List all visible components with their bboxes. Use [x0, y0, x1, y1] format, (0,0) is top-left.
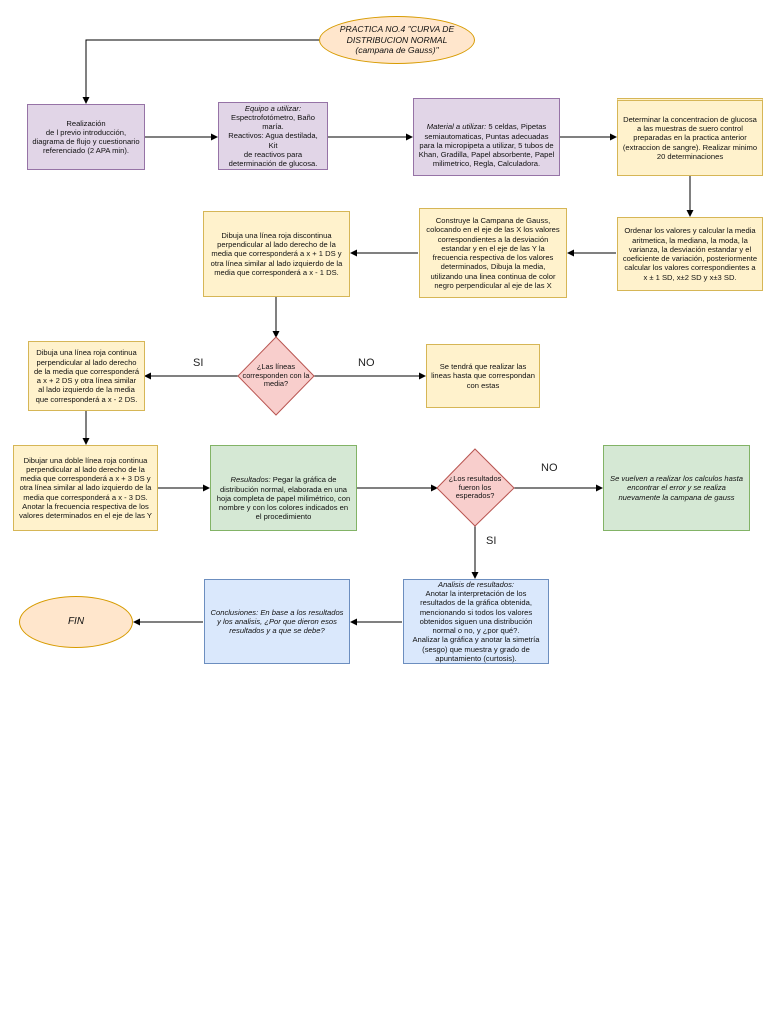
analisis-box: Analisis de resultados: Anotar la interp…: [403, 579, 549, 664]
equipo-box: Equipo a utilizar: Espectrofotómetro, Ba…: [218, 102, 328, 170]
realizacion-box: Realización de l previo introducción, di…: [27, 104, 145, 170]
continua2-text: Dibuja una línea roja continua perpendic…: [33, 348, 140, 404]
conclusiones-text: Conclusiones: En base a los resultados y…: [210, 607, 344, 636]
repetir-lineas-box: Se tendrá que realizar las lineas hasta …: [426, 344, 540, 408]
title-text: PRACTICA NO.4 "CURVA DE DISTRIBUCION NOR…: [339, 24, 455, 56]
analisis-heading: Analisis de resultados:: [438, 579, 514, 589]
equipo-heading: Equipo a utilizar:: [244, 103, 302, 113]
repetir-calculos-text: Se vuelven a realizar los calculos hasta…: [610, 474, 743, 502]
doble3-box: Dibujar una doble línea roja continua pe…: [13, 445, 158, 531]
equipo-text: Espectrofotómetro, Baño maría. Reactivos…: [228, 112, 318, 169]
realizacion-text: Realización de l previo introducción, di…: [32, 118, 140, 156]
doble3-text: Dibujar una doble línea roja continua pe…: [19, 455, 152, 521]
decision2-si-label: SI: [486, 535, 497, 547]
construye-text: Construye la Campana de Gauss, colocando…: [426, 216, 560, 290]
conclusiones-box: Conclusiones: En base a los resultados y…: [204, 579, 350, 664]
discontinua-box: Dibuja una línea roja discontinua perpen…: [203, 211, 350, 297]
determinar-box: Determinar la concentracion de glucosa a…: [617, 98, 763, 176]
title-oval: PRACTICA NO.4 "CURVA DE DISTRIBUCION NOR…: [319, 16, 475, 64]
ordenar-text: Ordenar los valores y calcular la media …: [622, 226, 758, 282]
material-box: Material a utilizar: 5 celdas, Pipetas s…: [413, 98, 560, 176]
decision1-diamond: [237, 336, 315, 416]
fin-oval: FIN: [19, 596, 133, 648]
resultados-text: Pegar la gráfica de distribución normal,…: [216, 475, 351, 522]
continua2-box: Dibuja una línea roja continua perpendic…: [28, 341, 145, 411]
decision1-no-label: NO: [358, 357, 375, 369]
material-text: 5 celdas, Pipetas semiautomaticas, Punta…: [418, 122, 555, 169]
arrow-title-to-realizacion: [82, 39, 320, 104]
repetir-lineas-text: Se tendrá que realizar las lineas hasta …: [431, 362, 535, 390]
determinar-text: Determinar la concentracion de glucosa a…: [622, 114, 758, 161]
construye-box: Construye la Campana de Gauss, colocando…: [419, 208, 567, 298]
material-heading: Material a utilizar:: [426, 122, 487, 132]
resultados-box: Resultados: Pegar la gráfica de distribu…: [210, 445, 357, 531]
analisis-text: Anotar la interpretación de los resultad…: [412, 589, 540, 663]
resultados-heading: Resultados:: [230, 475, 271, 485]
decision2-diamond: [436, 448, 515, 527]
decision2-no-label: NO: [541, 462, 558, 474]
repetir-calculos-box: Se vuelven a realizar los calculos hasta…: [603, 445, 750, 531]
discontinua-text: Dibuja una línea roja discontinua perpen…: [210, 230, 343, 277]
ordenar-box: Ordenar los valores y calcular la media …: [617, 217, 763, 291]
decision1-si-label: SI: [193, 357, 204, 369]
fin-text: FIN: [67, 615, 85, 627]
